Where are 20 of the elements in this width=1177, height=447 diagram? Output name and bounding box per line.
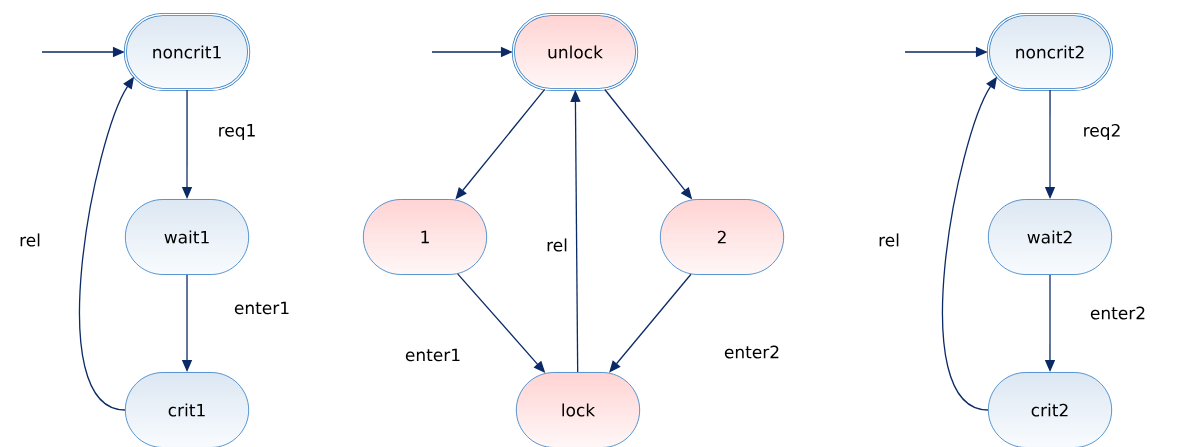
state-node: lock: [515, 372, 641, 447]
edge-label: req1: [216, 123, 258, 141]
state-node: noncrit1: [123, 12, 251, 92]
state-node: crit2: [987, 372, 1113, 447]
state-node: unlock: [511, 12, 639, 92]
edge-label: rel: [545, 237, 569, 253]
state-node: 2: [659, 199, 785, 275]
edge-label: enter2: [722, 344, 782, 360]
edge-label: enter2: [1088, 305, 1148, 321]
state-node: wait2: [987, 199, 1113, 275]
arrow: [609, 273, 692, 373]
edge-label: enter1: [403, 347, 463, 363]
state-node: 1: [362, 199, 488, 275]
state-node: noncrit2: [986, 12, 1114, 92]
edge-label: rel: [18, 232, 42, 248]
state-node: crit1: [124, 372, 250, 447]
edge-label: rel: [877, 232, 901, 248]
state-node: wait1: [124, 199, 250, 275]
edge-label: req2: [1081, 122, 1123, 142]
edge-label: enter1: [232, 300, 292, 316]
